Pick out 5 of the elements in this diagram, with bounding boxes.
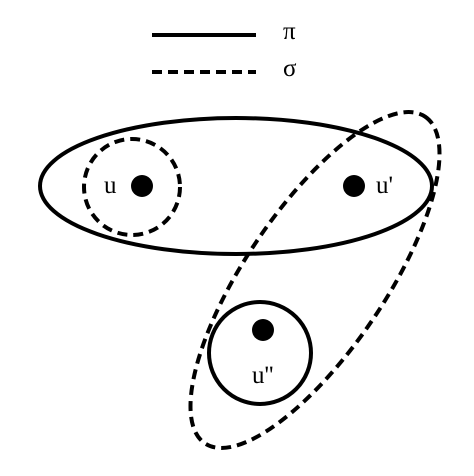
point-label: u (104, 173, 116, 198)
point-label: u' (376, 173, 394, 198)
point-label: u'' (252, 363, 274, 388)
legend-label: σ (283, 56, 296, 81)
legend-label: π (283, 19, 296, 44)
